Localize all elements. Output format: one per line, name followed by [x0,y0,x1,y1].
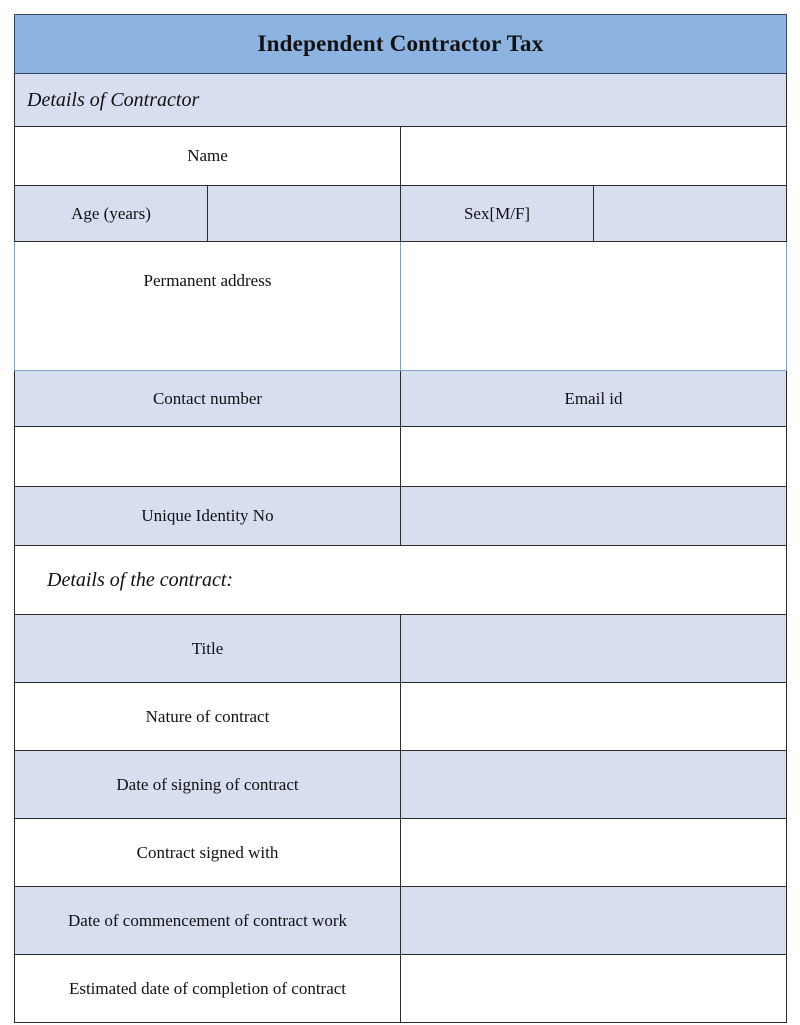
table-row: Date of signing of contract [14,750,787,819]
page-title: Independent Contractor Tax [14,14,787,74]
table-row: Date of commencement of contract work [14,886,787,955]
contract-row-input[interactable] [400,682,787,751]
permanent-address-input[interactable] [400,241,787,371]
email-id-input[interactable] [400,426,787,487]
name-input[interactable] [400,126,787,186]
permanent-address-label: Permanent address [14,241,401,371]
contract-section-heading: Details of the contract: [14,545,787,615]
email-id-label: Email id [400,370,787,427]
contract-row-input[interactable] [400,954,787,1023]
contract-section-heading-row: Details of the contract: [14,545,787,615]
contract-row-label: Title [14,614,401,683]
age-sex-row: Age (years) Sex[M/F] [14,185,787,242]
contact-number-input[interactable] [14,426,401,487]
name-label: Name [14,126,401,186]
contractor-section-heading-row: Details of Contractor [14,73,787,127]
age-input[interactable] [207,185,401,242]
contract-row-input[interactable] [400,750,787,819]
unique-identity-no-label: Unique Identity No [14,486,401,546]
contract-row-label: Contract signed with [14,818,401,887]
contract-row-input[interactable] [400,614,787,683]
age-label: Age (years) [14,185,208,242]
contract-row-label: Date of signing of contract [14,750,401,819]
contract-row-label: Date of commencement of contract work [14,886,401,955]
table-row: Contract signed with [14,818,787,887]
table-row: Estimated date of completion of contract [14,954,787,1023]
name-row: Name [14,126,787,186]
contract-row-input[interactable] [400,886,787,955]
table-row: Title [14,614,787,683]
contact-email-input-row [14,426,787,487]
table-row: Nature of contract [14,682,787,751]
permanent-address-row: Permanent address [14,241,787,371]
form-title-row: Independent Contractor Tax [14,14,787,74]
contractor-section-heading: Details of Contractor [14,73,787,127]
independent-contractor-tax-form: Independent Contractor Tax Details of Co… [14,14,787,1023]
contract-row-label: Estimated date of completion of contract [14,954,401,1023]
contact-number-label: Contact number [14,370,401,427]
contract-row-label: Nature of contract [14,682,401,751]
unique-identity-row: Unique Identity No [14,486,787,546]
unique-identity-no-input[interactable] [400,486,787,546]
sex-input[interactable] [593,185,787,242]
contact-email-label-row: Contact number Email id [14,370,787,427]
sex-label: Sex[M/F] [400,185,594,242]
contract-row-input[interactable] [400,818,787,887]
